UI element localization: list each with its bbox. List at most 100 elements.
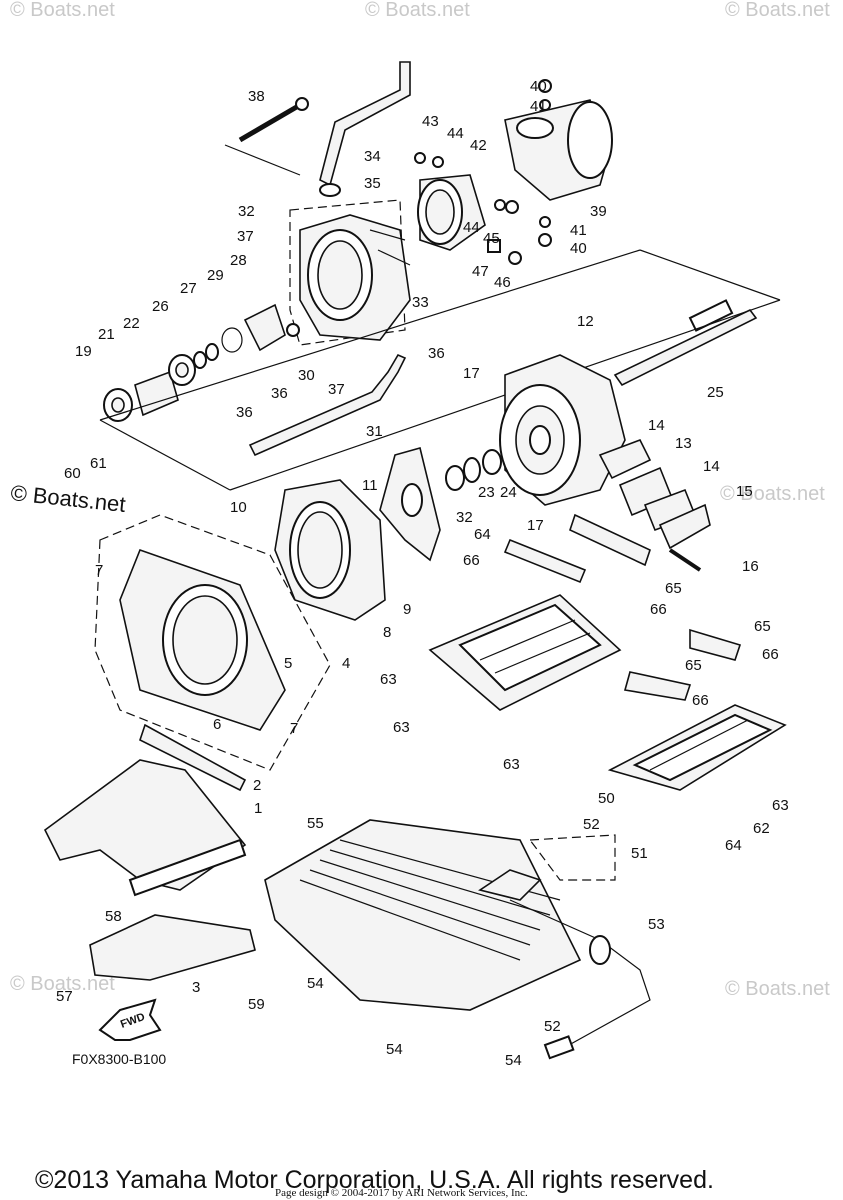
callout-3: 3	[192, 979, 200, 996]
bracket-65-icon	[569, 513, 651, 567]
washer-44-icon	[432, 156, 444, 168]
watermark-left-large: © Boats.net	[9, 480, 126, 517]
mount-48-icon	[478, 869, 542, 901]
callout-35: 36	[271, 385, 288, 402]
callout-53: 54	[386, 1041, 403, 1058]
callout-52: 52	[544, 1018, 561, 1035]
callout-63-a: 63	[393, 719, 410, 736]
callout-54-top: 54	[307, 975, 324, 992]
callout-14-bottom: 14	[703, 458, 720, 475]
bracket-64-icon	[503, 538, 587, 584]
sensor-51-icon	[589, 935, 611, 965]
callout-10: 10	[230, 499, 247, 516]
callout-66-b: 66	[650, 601, 667, 618]
assembly-4-box	[94, 514, 331, 771]
bolt-38-icon	[238, 97, 309, 143]
callout-63-b: 63	[503, 756, 520, 773]
callout-49: 51	[631, 845, 648, 862]
callout-7-top: 7	[95, 562, 103, 579]
callout-58: 59	[248, 996, 265, 1013]
watermark-right-middle: © Boats.net	[720, 483, 825, 505]
callout-60: 61	[90, 455, 107, 472]
callout-47: 47	[472, 263, 489, 280]
cable-49-icon	[509, 899, 651, 1051]
hose-35-icon	[248, 353, 407, 457]
callout-59: 60	[64, 465, 81, 482]
bolt-16-icon	[668, 548, 702, 572]
callout-48: 50	[598, 790, 615, 807]
callout-44-top: 44	[447, 125, 464, 142]
page-design-notice: Page design © 2004-2017 by ARI Network S…	[275, 1187, 528, 1199]
pump-housing-31-icon	[299, 214, 411, 341]
callout-66-a: 66	[463, 552, 480, 569]
deflector-39-icon	[504, 99, 613, 201]
callout-63-c: 63	[772, 797, 789, 814]
callout-12: 12	[577, 313, 594, 330]
callout-41-bottom: 41	[570, 222, 587, 239]
callout-17-bottom: 17	[527, 517, 544, 534]
watermark-left-bottom: © Boats.net	[10, 973, 115, 995]
callout-32: 33	[412, 294, 429, 311]
cover-2-icon	[139, 723, 247, 792]
callout-1: 1	[254, 800, 262, 817]
clamp-34-icon	[319, 183, 341, 197]
callout-65-a: 65	[665, 580, 682, 597]
ride-plate-62-icon	[428, 594, 622, 711]
callout-24: 26	[152, 298, 169, 315]
callout-30: 32	[456, 509, 473, 526]
callout-22: 24	[500, 484, 517, 501]
callout-11: 11	[362, 477, 378, 494]
callout-37-top: 37	[237, 228, 254, 245]
callout-5: 5	[284, 655, 292, 672]
callout-16: 16	[742, 558, 759, 575]
callout-57: 58	[105, 908, 122, 925]
callout-25: 27	[180, 280, 197, 297]
callout-44-mid: 44	[463, 219, 480, 236]
callout-56: 57	[56, 988, 73, 1005]
callout-33: 34	[364, 148, 381, 165]
callout-40-bottom: 40	[570, 240, 587, 257]
bolt-40b-icon	[538, 233, 552, 247]
callout-66-d: 66	[692, 692, 709, 709]
callout-42: 42	[470, 137, 487, 154]
callout-36-top: 36	[428, 345, 445, 362]
ride-plate-61-icon	[607, 704, 787, 791]
watermark-right-bottom: © Boats.net	[725, 978, 830, 1000]
callout-13: 13	[675, 435, 692, 452]
callout-50: 52	[583, 816, 600, 833]
callout-62: 63	[380, 671, 397, 688]
ring-30-icon	[445, 465, 465, 491]
plate-15-icon	[658, 503, 711, 550]
callout-23: 25	[707, 384, 724, 401]
callout-8: 8	[383, 624, 391, 641]
callout-4: 4	[342, 655, 350, 672]
callout-31: 32	[238, 203, 255, 220]
collar-41b-icon	[539, 216, 551, 228]
bracket-65b-icon	[689, 628, 742, 661]
bolt-43-icon	[414, 152, 426, 164]
impeller-29-icon	[379, 447, 441, 562]
watermark-top-left: © Boats.net	[10, 0, 115, 21]
bolt-40-icon	[538, 79, 552, 93]
hose-33-icon	[319, 61, 411, 187]
fwd-arrow-icon: FWD	[98, 998, 162, 1041]
callout-28: 30	[298, 367, 315, 384]
callout-45: 45	[483, 230, 500, 247]
callout-39: 39	[590, 203, 607, 220]
callout-15: 15	[736, 483, 753, 500]
bracket-3-icon	[89, 914, 256, 981]
callout-63-d: 64	[725, 837, 742, 854]
impeller-housing-12-icon	[499, 354, 626, 506]
drive-shaft-23-icon	[613, 299, 758, 387]
callout-41-top: 41	[530, 98, 547, 115]
connector-icon	[543, 1035, 575, 1060]
callout-40-top: 40	[530, 78, 547, 95]
callout-9: 9	[403, 601, 411, 618]
callout-18: 19	[75, 343, 92, 360]
callout-21: 23	[478, 484, 495, 501]
callout-labels: 38 34 35 32 37 40 41 43 44 42 39 44 45 4…	[56, 78, 789, 1069]
watermark-top-right: © Boats.net	[725, 0, 830, 21]
callout-34: 35	[364, 175, 381, 192]
plate-14-icon	[598, 438, 652, 480]
callout-46: 46	[494, 274, 511, 291]
